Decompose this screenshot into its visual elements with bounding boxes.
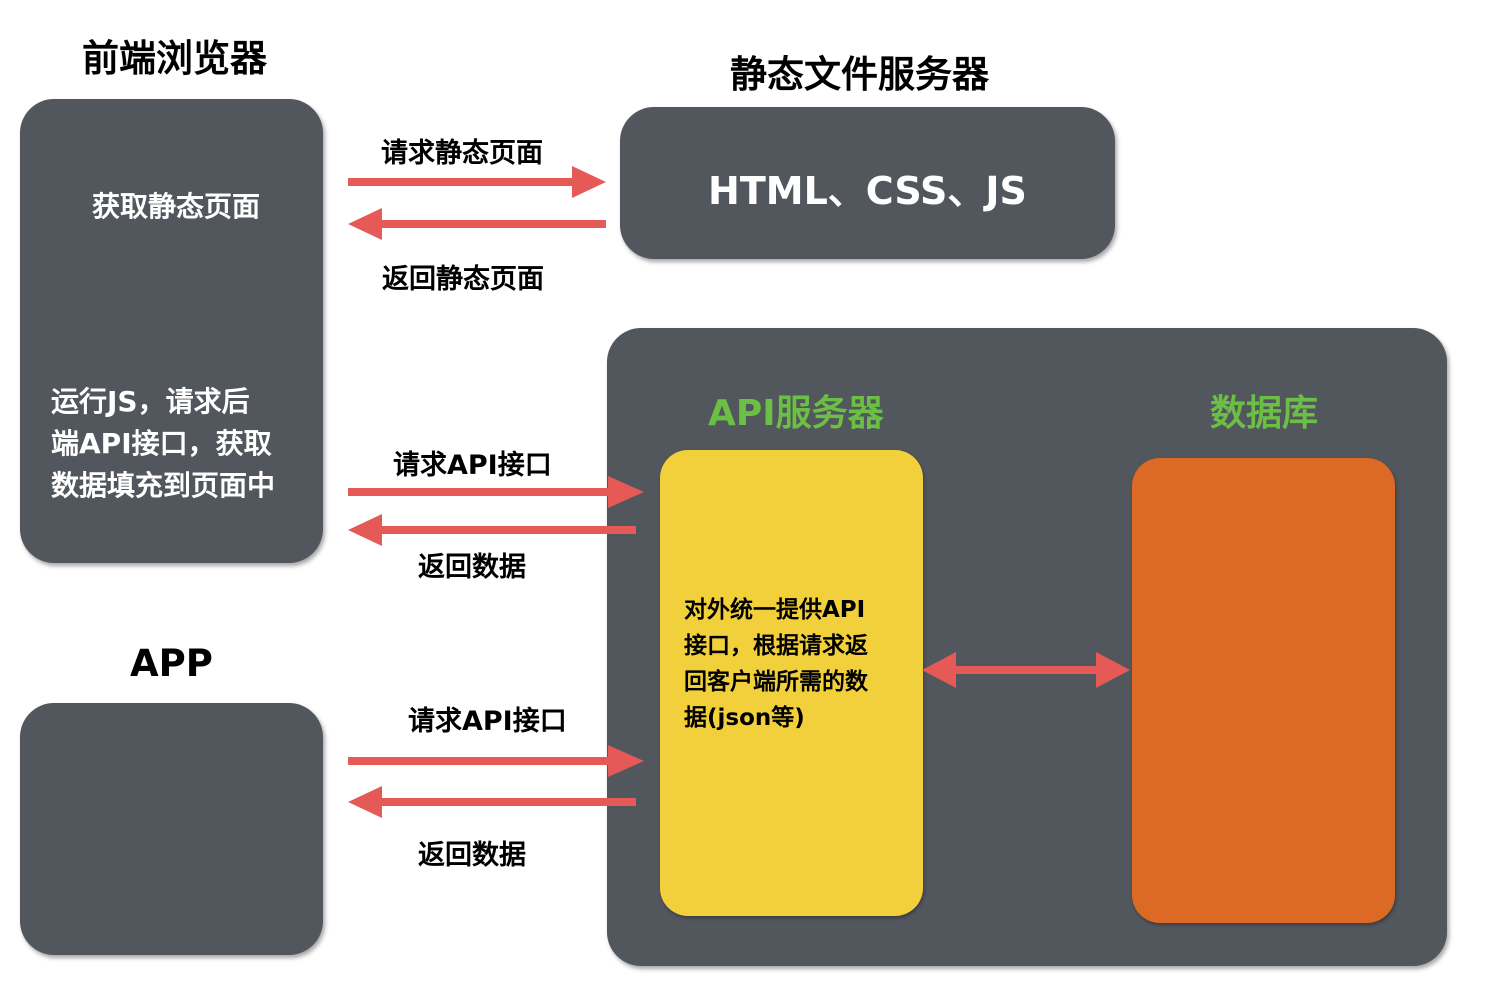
arrow-return-data-app <box>348 786 636 818</box>
run-js-line-1: 运行JS，请求后 <box>51 385 250 418</box>
label-return-static: 返回静态页面 <box>382 264 544 295</box>
label-return-data-app: 返回数据 <box>418 840 526 871</box>
arrow-api-database <box>922 652 1130 688</box>
api-desc-line-1: 对外统一提供API <box>684 597 866 623</box>
arrow-request-api-browser <box>348 476 644 508</box>
app-title: APP <box>130 642 213 685</box>
arrow-request-api-app <box>348 745 644 777</box>
database-box <box>1132 458 1395 923</box>
static-server-title: 静态文件服务器 <box>730 53 989 96</box>
run-js-text: 运行JS，请求后 端API接口，获取 数据填充到页面中 <box>51 381 275 507</box>
run-js-line-2: 端API接口，获取 <box>51 427 272 460</box>
fetch-static-text: 获取静态页面 <box>92 190 261 223</box>
api-server-title: API服务器 <box>708 393 884 434</box>
database-title: 数据库 <box>1210 393 1319 434</box>
arrow-return-static <box>348 208 606 240</box>
api-desc-line-4: 据(json等) <box>684 705 805 731</box>
api-server-description: 对外统一提供API 接口，根据请求返 回客户端所需的数 据(json等) <box>684 592 868 736</box>
label-return-data-browser: 返回数据 <box>418 552 526 583</box>
static-server-box: HTML、CSS、JS <box>620 107 1115 259</box>
label-request-api-app: 请求API接口 <box>408 706 567 737</box>
backend-container: API服务器 数据库 对外统一提供API 接口，根据请求返 回客户端所需的数 据… <box>607 328 1447 966</box>
browser-box: 获取静态页面 运行JS，请求后 端API接口，获取 数据填充到页面中 <box>20 99 323 563</box>
arrow-request-static <box>348 166 606 198</box>
api-server-box: 对外统一提供API 接口，根据请求返 回客户端所需的数 据(json等) <box>660 450 923 916</box>
arrow-return-data-browser <box>348 514 636 546</box>
static-server-content: HTML、CSS、JS <box>708 169 1027 213</box>
browser-title: 前端浏览器 <box>82 37 267 80</box>
app-box <box>20 703 323 955</box>
label-request-static: 请求静态页面 <box>381 138 543 169</box>
api-desc-line-3: 回客户端所需的数 <box>684 669 868 695</box>
api-desc-line-2: 接口，根据请求返 <box>684 633 868 659</box>
label-request-api-browser: 请求API接口 <box>393 450 552 481</box>
run-js-line-3: 数据填充到页面中 <box>51 469 276 502</box>
